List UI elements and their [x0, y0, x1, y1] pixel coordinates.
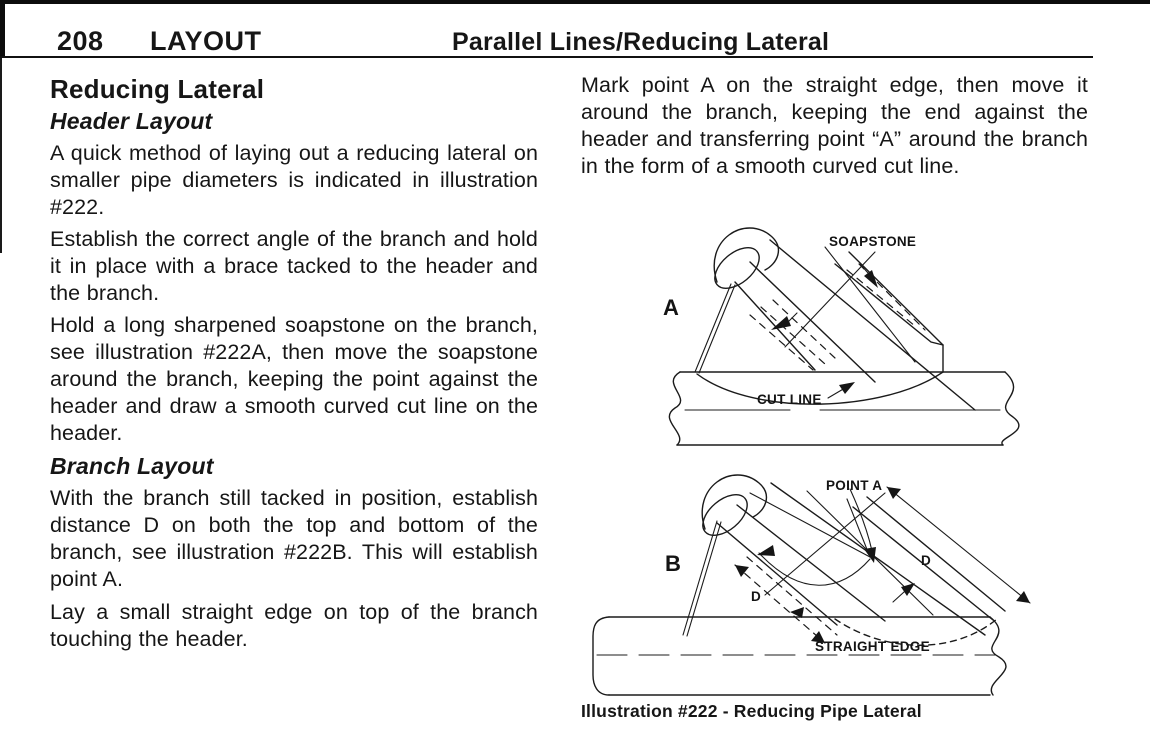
page-number: 208 [57, 26, 104, 56]
paragraph-2: Establish the correct angle of the branc… [50, 227, 538, 305]
cut-line-dashed [834, 618, 998, 646]
brace-b [682, 520, 722, 637]
subheading-branch-layout: Branch Layout [50, 453, 214, 479]
soapstone-label: SOAPSTONE [829, 234, 916, 249]
cut-line-curve [696, 371, 944, 405]
point-a-leader [849, 488, 915, 603]
header-rule [0, 56, 1093, 58]
illustration-222a: A SOAPSTONE CUT LINE [663, 227, 1020, 446]
transfer-arc [757, 545, 871, 586]
illustration-222b: B POINT A D D STRAIGHT EDGE [592, 474, 1031, 696]
dimension-d-right [886, 486, 1031, 604]
paragraph-4: With the branch still tacked in position… [50, 486, 538, 591]
straight-edge-label: STRAIGHT EDGE [815, 639, 930, 654]
arrows-a [771, 263, 878, 399]
paragraph-1: A quick method of laying out a reducing … [50, 141, 538, 219]
article-title: Reducing Lateral [50, 74, 265, 104]
cut-line-label: CUT LINE [757, 392, 822, 407]
paragraph-6: Mark point A on the straight edge, then … [581, 73, 1088, 178]
section-title: LAYOUT [150, 26, 262, 56]
branch-pipe-a [713, 227, 976, 411]
subheading-header-layout: Header Layout [50, 108, 213, 134]
branch-pipe-b [701, 474, 986, 636]
illustration-a-label: A [663, 295, 679, 320]
illustration-b-label: B [665, 551, 681, 576]
header-pipe-b [592, 616, 1007, 696]
straight-edge-lines [749, 492, 1006, 621]
header-pipe-a [668, 371, 1020, 446]
scan-artifact-top-edge [0, 0, 1150, 4]
scan-artifact-left-edge [0, 0, 5, 57]
dimension-d-left [734, 556, 838, 644]
soapstone-stick [834, 251, 944, 373]
illustration-caption: Illustration #222 - Reducing Pipe Latera… [581, 701, 922, 721]
running-title: Parallel Lines/Reducing Lateral [452, 28, 830, 56]
paragraph-5: Lay a small straight edge on top of the … [50, 600, 538, 651]
point-a-label: POINT A [826, 478, 882, 493]
d-left-label: D [751, 589, 761, 604]
brace-a [694, 283, 736, 374]
scan-artifact-left-line [0, 57, 2, 253]
paragraph-3: Hold a long sharpened soapstone on the b… [50, 313, 538, 445]
d-right-label: D [921, 553, 931, 568]
